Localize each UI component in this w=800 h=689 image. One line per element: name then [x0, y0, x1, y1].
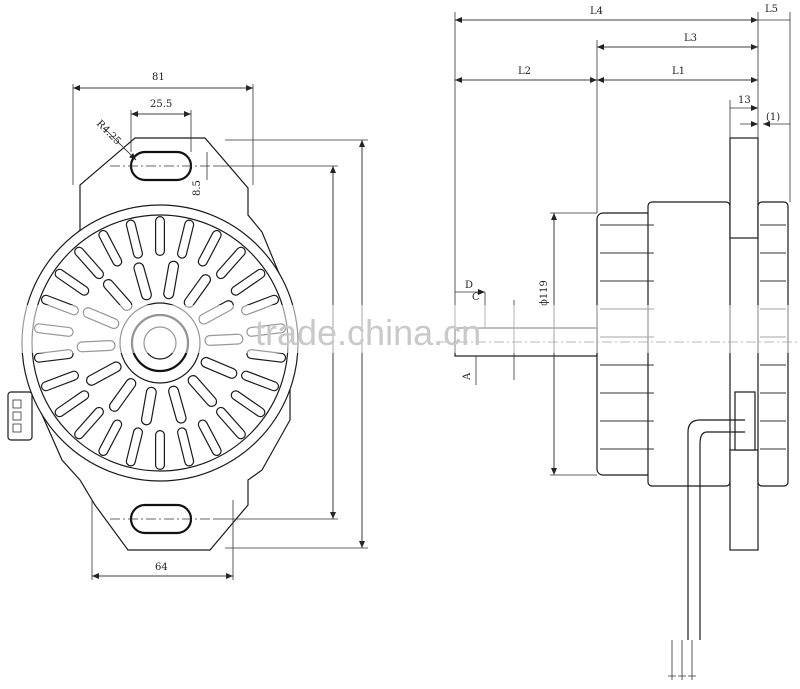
- top-bracket: [729, 137, 759, 239]
- dim-l4: L4: [590, 6, 603, 17]
- cable: [687, 419, 745, 640]
- dim-c: C: [472, 292, 480, 303]
- outer-vent-slot: [242, 371, 278, 391]
- inner-vent-slot: [87, 362, 121, 385]
- inner-vent-slot: [164, 261, 178, 299]
- inner-vent-slot: [104, 280, 132, 310]
- outer-vent-slot: [75, 408, 103, 439]
- outer-vent-slot: [231, 391, 265, 417]
- outer-vent-slot: [127, 428, 142, 466]
- dim-l2: L2: [518, 66, 531, 77]
- side-view: ϕ119 L4 L5 L3 L2 L1 13 (1) D C A: [440, 4, 800, 680]
- dim-radius: R4.25: [94, 118, 123, 147]
- outer-vent-slot: [127, 220, 142, 258]
- dim-l3: L3: [684, 33, 697, 44]
- lead-wires: [671, 640, 693, 680]
- outer-vent-slot: [198, 420, 221, 455]
- outer-vent-slot: [217, 247, 245, 278]
- dim-width-top: 81: [152, 72, 165, 83]
- outer-vent-slot: [178, 428, 193, 466]
- dim-diameter: ϕ119: [539, 280, 550, 306]
- dim-width-bottom: 64: [155, 562, 168, 573]
- outer-vent-slot: [231, 269, 265, 295]
- outer-vent-slot: [99, 231, 122, 266]
- inner-vent-slot: [201, 358, 237, 378]
- dim-l1: L1: [672, 66, 685, 77]
- radius-leader: [103, 127, 137, 161]
- outer-vent-slot: [35, 350, 73, 362]
- watermark-band: [0, 305, 800, 353]
- dim-slot-spacing: 25.5: [150, 99, 172, 110]
- dim-slot-width: 8.5: [192, 180, 203, 196]
- outer-vent-slot: [178, 220, 193, 258]
- inner-vent-slot: [134, 263, 151, 300]
- outer-vent-slot: [99, 420, 122, 455]
- watermark: trade.china.cn: [255, 312, 481, 353]
- cable: [699, 431, 745, 640]
- connector-pin: [12, 423, 22, 433]
- connector-pin: [12, 399, 22, 409]
- outer-vent-slot: [55, 269, 89, 295]
- inner-vent-slot: [188, 376, 216, 406]
- dim-a: A: [462, 372, 473, 381]
- outer-vent-slot: [198, 231, 221, 266]
- outer-vent-slot: [217, 408, 245, 439]
- outer-vent-slot: [247, 350, 285, 362]
- connector-block: [7, 391, 33, 441]
- dim-l5: L5: [765, 4, 778, 15]
- outer-vent-slot: [55, 391, 89, 417]
- inner-vent-slot: [184, 275, 210, 307]
- bottom-bracket: [729, 449, 759, 551]
- cable-gland: [734, 391, 756, 451]
- inner-vent-slot: [142, 387, 156, 425]
- dim-1: (1): [766, 112, 780, 123]
- outer-vent-slot: [75, 247, 103, 278]
- connector-pin: [12, 411, 22, 421]
- dim-13: 13: [738, 95, 751, 106]
- inner-vent-slot: [110, 379, 136, 411]
- inner-vent-slot: [169, 386, 186, 423]
- dim-d: D: [465, 280, 473, 291]
- outer-vent-slot: [42, 371, 78, 391]
